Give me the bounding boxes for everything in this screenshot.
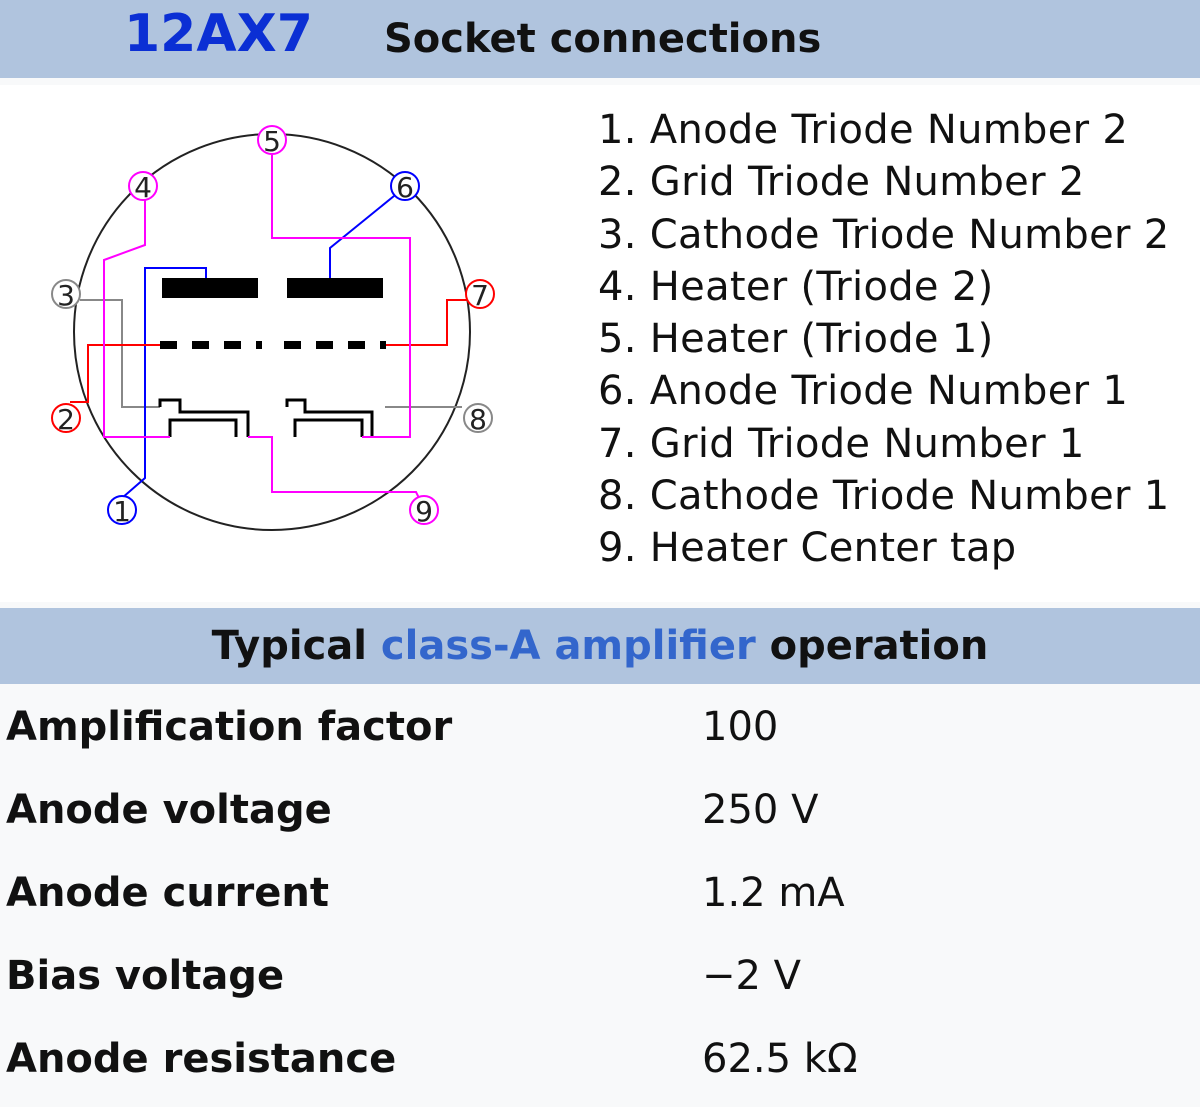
pin-list-item: 3. Cathode Triode Number 2 bbox=[598, 211, 1170, 258]
anode-plate-right bbox=[287, 278, 383, 298]
operation-title-suffix: operation bbox=[755, 623, 989, 669]
class-a-amplifier-link[interactable]: class-A amplifier bbox=[380, 623, 756, 669]
wire-pin-5 bbox=[271, 155, 411, 438]
header-title: Socket connections bbox=[384, 16, 822, 62]
pin-6-marker: 6 bbox=[390, 171, 420, 204]
cathode-right-inner bbox=[293, 418, 364, 437]
pin-7-marker: 7 bbox=[465, 279, 495, 312]
anode-plate-left bbox=[162, 278, 258, 298]
spec-label: Anode voltage bbox=[6, 787, 332, 833]
cathode-right bbox=[285, 398, 374, 437]
operation-header: Typical class-A amplifier operation bbox=[0, 608, 1200, 684]
spec-label: Anode current bbox=[6, 870, 329, 916]
spec-row: Anode resistance 62.5 kΩ bbox=[0, 1020, 1200, 1103]
pin-5-marker: 5 bbox=[257, 125, 287, 158]
spec-label: Anode resistance bbox=[6, 1036, 397, 1082]
pin-list-item: 4. Heater (Triode 2) bbox=[598, 263, 994, 310]
wire-pin-3 bbox=[80, 299, 160, 408]
wire-pin-1 bbox=[121, 267, 207, 499]
spec-value: 100 bbox=[702, 704, 779, 750]
pin-list-item: 6. Anode Triode Number 1 bbox=[598, 368, 1129, 415]
pin-connection-list: 1. Anode Triode Number 2 2. Grid Triode … bbox=[598, 104, 1170, 575]
pin-7-label: 7 bbox=[471, 279, 489, 312]
spec-row: Anode current 1.2 mA bbox=[0, 854, 1200, 937]
tube-name: 12AX7 bbox=[124, 4, 313, 64]
spec-row: Bias voltage −2 V bbox=[0, 937, 1200, 1020]
pin-list-item: 1. Anode Triode Number 2 bbox=[598, 107, 1129, 153]
pin-9-label: 9 bbox=[415, 495, 433, 528]
spec-value: −2 V bbox=[702, 953, 802, 999]
spec-label: Amplification factor bbox=[6, 704, 453, 750]
pin-3-label: 3 bbox=[57, 279, 75, 312]
pin-list-item: 7. Grid Triode Number 1 bbox=[598, 420, 1085, 467]
pin-4-marker: 4 bbox=[128, 171, 158, 204]
pin-2-marker: 2 bbox=[51, 403, 81, 436]
pin-list-item: 2. Grid Triode Number 2 bbox=[598, 159, 1085, 206]
infobox-header: 12AX7 Socket connections bbox=[0, 0, 1200, 78]
spec-row: Amplification factor 100 bbox=[0, 688, 1200, 771]
pin-2-label: 2 bbox=[57, 403, 75, 436]
pin-1-label: 1 bbox=[113, 495, 131, 528]
pin-5-label: 5 bbox=[263, 125, 281, 158]
wire-pin-7 bbox=[386, 299, 467, 346]
wire-pin-4 bbox=[103, 200, 170, 438]
spec-value: 250 V bbox=[702, 787, 819, 833]
pin-3-marker: 3 bbox=[51, 279, 81, 312]
pin-diagram: 1 2 3 4 5 6 7 8 9 bbox=[51, 125, 495, 531]
spec-value: 1.2 mA bbox=[702, 870, 845, 916]
pin-8-marker: 8 bbox=[463, 403, 493, 436]
pin-4-label: 4 bbox=[134, 171, 152, 204]
cathode-left bbox=[158, 398, 250, 437]
pin-1-marker: 1 bbox=[107, 495, 137, 528]
pin-list-item: 8. Cathode Triode Number 1 bbox=[598, 473, 1170, 520]
spec-row: Anode voltage 250 V bbox=[0, 771, 1200, 854]
wire-pin-6 bbox=[329, 195, 395, 278]
pin-8-label: 8 bbox=[469, 403, 487, 436]
pin-9-marker: 9 bbox=[409, 495, 439, 528]
spec-label: Bias voltage bbox=[6, 953, 285, 999]
operation-title-prefix: Typical bbox=[211, 623, 381, 669]
wire-pin-9 bbox=[248, 436, 423, 505]
spec-table: Amplification factor 100 Anode voltage 2… bbox=[0, 688, 1200, 1103]
pin-list-item: 9. Heater Center tap bbox=[598, 525, 1017, 572]
pin-6-label: 6 bbox=[396, 171, 414, 204]
cathode-left-inner bbox=[168, 418, 238, 437]
wire-pin-2 bbox=[70, 344, 160, 403]
spec-value: 62.5 kΩ bbox=[702, 1036, 858, 1082]
pin-list-item: 5. Heater (Triode 1) bbox=[598, 316, 994, 363]
